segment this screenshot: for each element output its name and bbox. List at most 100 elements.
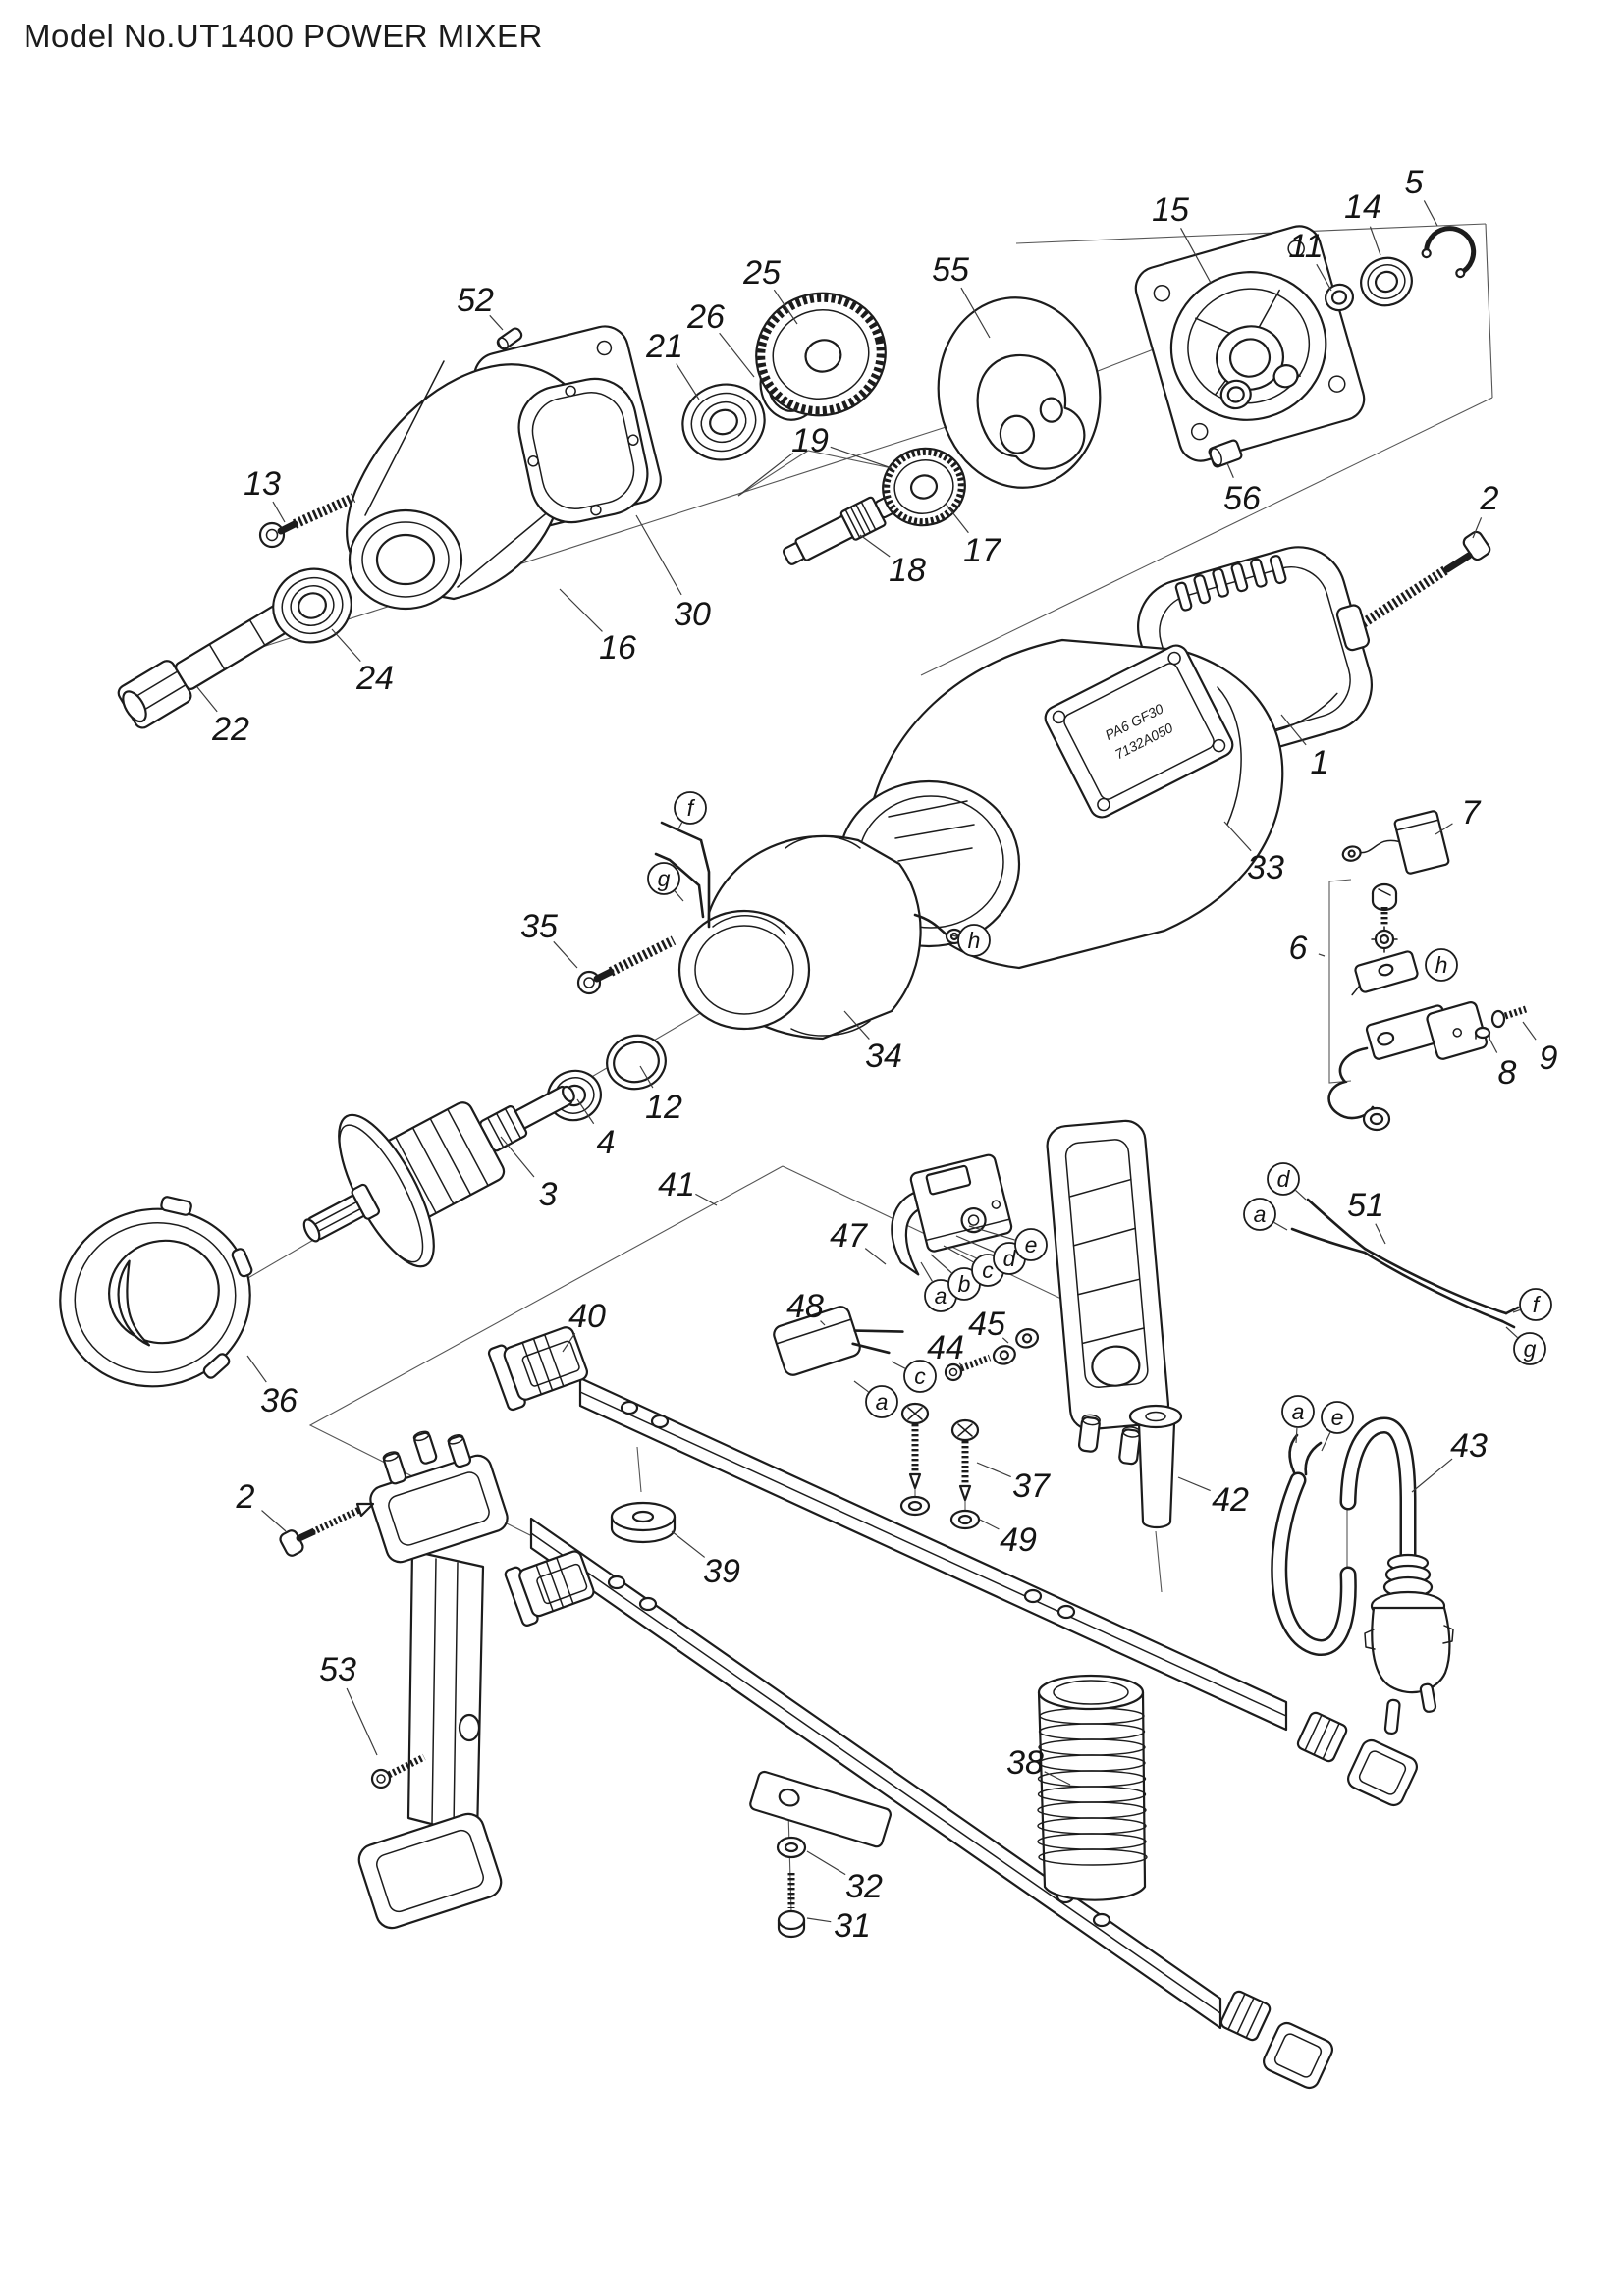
callout-letter-a: a [1292, 1399, 1305, 1424]
part-end-cap-ribbed-lower [1219, 1990, 1272, 2042]
leader-line-13 [272, 501, 286, 523]
callout-circle-h [957, 924, 991, 957]
part-switch-mount-6 [1327, 882, 1528, 1132]
part-screw-44 [944, 1354, 992, 1382]
callout-circle-a [1281, 1395, 1315, 1428]
leader-line-30 [635, 514, 682, 596]
callout-letter-a: a [935, 1283, 947, 1308]
part-washer-12 [606, 1034, 667, 1091]
leader-line-12 [639, 1065, 654, 1089]
part-label-33: 33 [1247, 849, 1284, 886]
part-label-25: 25 [742, 254, 781, 292]
leader-line-3 [500, 1136, 535, 1178]
part-screw-35 [576, 935, 677, 995]
part-mount-bracket [1365, 1001, 1488, 1060]
part-label-52: 52 [457, 282, 494, 319]
part-label-21: 21 [645, 328, 683, 365]
leader-line-25 [773, 289, 798, 325]
callout-leader-f [1512, 1309, 1521, 1313]
part-power-cord-43 [1271, 1416, 1454, 1735]
leader-line-48 [820, 1320, 826, 1326]
part-label-43: 43 [1450, 1427, 1488, 1465]
part-end-cap-outer-upper [1347, 1738, 1418, 1807]
part-screw-37a [900, 1402, 930, 1490]
callout-letter-e: e [1025, 1232, 1038, 1257]
callout-letter-c: c [914, 1363, 926, 1389]
part-label-16: 16 [599, 629, 636, 667]
part-washer-49a [899, 1495, 931, 1517]
callout-leader-h [951, 934, 958, 937]
part-label-17: 17 [963, 532, 1001, 569]
part-label-30: 30 [674, 596, 711, 633]
part-label-56: 56 [1223, 480, 1261, 517]
leader-line-47 [864, 1248, 887, 1265]
callout-circle-g [1513, 1332, 1546, 1365]
leader-line-21 [676, 363, 700, 400]
callout-leader-g [674, 890, 684, 902]
callout-circle-d [1267, 1162, 1300, 1196]
part-link-45 [992, 1328, 1040, 1365]
part-label-7: 7 [1462, 794, 1482, 831]
part-frame-bar-upper-41 [578, 1376, 1288, 1732]
callout-circle-a [1243, 1198, 1276, 1231]
part-pin-52 [496, 327, 523, 350]
part-grommet-39 [610, 1501, 677, 1544]
part-label-37: 37 [1012, 1468, 1051, 1505]
callout-leader-f [677, 822, 683, 831]
callout-letter-g: g [1524, 1336, 1537, 1362]
leader-line-19 [830, 446, 893, 469]
part-label-8: 8 [1498, 1054, 1517, 1092]
leader-line-26 [719, 332, 755, 378]
leader-line-22 [196, 686, 218, 713]
part-label-13: 13 [244, 465, 281, 503]
leader-line-56 [1226, 462, 1234, 479]
part-label-36: 36 [260, 1382, 298, 1419]
leader-line-45 [1001, 1337, 1009, 1344]
part-label-48: 48 [786, 1288, 824, 1325]
callout-letter-h: h [968, 928, 981, 953]
leader-line-55 [960, 287, 991, 339]
part-star-washer [1371, 926, 1398, 953]
part-label-4: 4 [597, 1124, 616, 1161]
leader-line-4 [576, 1098, 595, 1125]
leader-line-6 [1318, 953, 1326, 957]
callout-circle-e [1014, 1228, 1048, 1261]
part-ball-bearing-24 [272, 567, 352, 644]
part-washer-49b [949, 1509, 981, 1530]
part-label-44: 44 [927, 1329, 964, 1366]
callout-leader-c [891, 1361, 906, 1369]
callout-letter-e: e [1331, 1405, 1344, 1430]
callout-leader-a [853, 1380, 869, 1393]
part-fan-cover-36 [59, 1196, 253, 1388]
leader-line-16 [559, 588, 603, 632]
part-handle-mount-41 [1046, 1119, 1170, 1466]
part-label-24: 24 [355, 660, 394, 697]
part-label-6: 6 [1289, 930, 1308, 967]
part-label-42: 42 [1212, 1481, 1249, 1519]
part-label-5: 5 [1405, 164, 1424, 201]
callout-leader-a [1273, 1221, 1288, 1231]
callout-letter-d: d [1277, 1166, 1291, 1192]
leader-line-36 [246, 1355, 267, 1383]
part-screw-37b [950, 1418, 980, 1502]
part-label-47: 47 [830, 1217, 868, 1255]
leader-line-1 [1280, 714, 1307, 746]
part-gear-17 [882, 447, 966, 527]
callout-letter-h: h [1435, 952, 1448, 978]
part-ball-bearing-14 [1360, 256, 1413, 307]
part-retaining-ring-5 [1421, 226, 1477, 279]
part-label-41: 41 [658, 1166, 695, 1203]
leader-line-53 [346, 1687, 378, 1756]
leader-line-33 [1223, 821, 1252, 852]
leader-line-8 [1489, 1038, 1498, 1053]
part-ball-bearing-21 [681, 383, 766, 461]
callout-leader-e [968, 1225, 1015, 1241]
part-lead-wires-51 [1290, 1198, 1520, 1329]
callout-circle-h [1425, 948, 1458, 982]
leader-line-49 [979, 1519, 1000, 1530]
callout-letter-a: a [876, 1389, 889, 1415]
leader-line-2 [261, 1510, 287, 1532]
leader-line-44 [958, 1362, 963, 1367]
